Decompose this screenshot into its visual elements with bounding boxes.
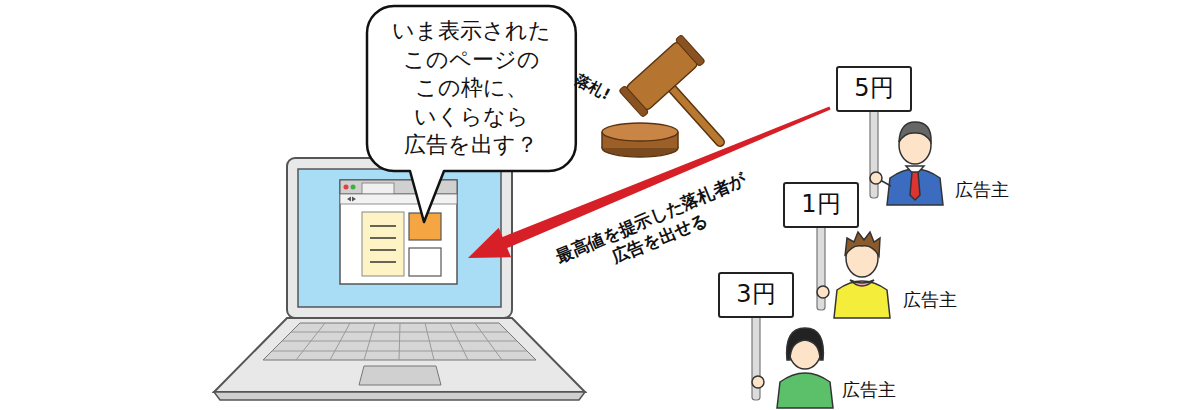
advertiser-figure <box>817 232 890 318</box>
price-sign: 5円 <box>836 66 911 112</box>
advertiser-label: 広告主 <box>955 178 1009 201</box>
bubble-shape <box>367 6 576 222</box>
advertiser-label: 広告主 <box>903 288 957 311</box>
gavel <box>602 35 720 157</box>
node-text: 1円 <box>801 188 840 222</box>
laptop <box>214 158 585 400</box>
price-sign: 1円 <box>783 182 858 228</box>
node-text: 5円 <box>854 72 893 106</box>
price-sign: 3円 <box>718 272 793 318</box>
advertiser-label: 広告主 <box>842 378 896 401</box>
speech-bubble: いま表示された このページの この枠に、 いくらなら 広告を出す？ <box>366 5 577 172</box>
node-text: いま表示された このページの この枠に、 いくらなら 広告を出す？ <box>390 17 553 160</box>
sign-sticks <box>752 108 878 400</box>
advertiser-figure <box>752 328 833 408</box>
sound-effect: 落札! <box>572 70 614 105</box>
advertiser-figure <box>870 122 943 205</box>
node-text: 3円 <box>736 278 775 312</box>
